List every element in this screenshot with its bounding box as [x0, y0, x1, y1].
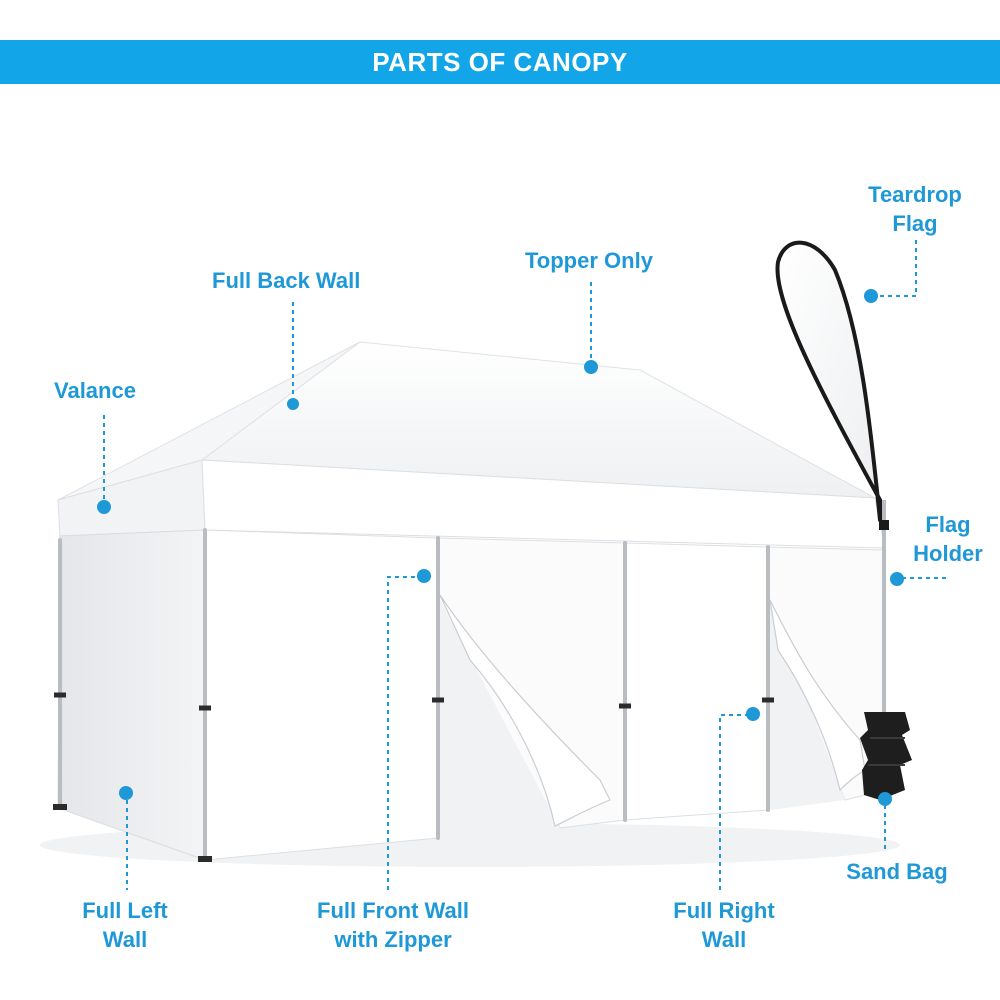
front-wall-panel-3: [624, 542, 769, 821]
front-wall-panel-1: [204, 529, 439, 861]
frame-poles: [58, 528, 770, 862]
label-flag-holder-line1: Flag: [925, 512, 971, 537]
label-flag-holder-line2: Holder: [913, 541, 983, 566]
left-wall: [57, 529, 206, 861]
label-sand-bag: Sand Bag: [840, 857, 954, 886]
pole-brackets: [54, 692, 774, 711]
label-full-back-wall: Full Back Wall: [212, 266, 360, 295]
label-full-back-wall-text: Full Back Wall: [212, 268, 361, 293]
callout-dots: [97, 289, 904, 806]
label-teardrop-flag-line1: Teardrop: [868, 182, 962, 207]
label-full-right-wall: Full Right Wall: [664, 896, 784, 954]
label-teardrop-flag: Teardrop Flag: [860, 180, 970, 238]
label-topper-only-text: Topper Only: [525, 248, 653, 273]
banner-title: PARTS OF CANOPY: [372, 46, 628, 77]
door-flap-2: [769, 599, 866, 792]
title-banner: PARTS OF CANOPY: [0, 40, 1000, 84]
flag-pole-clamp: [879, 520, 889, 530]
label-full-left-wall-line1: Full Left: [82, 898, 168, 923]
sand-bag: [860, 712, 912, 800]
label-teardrop-flag-line2: Flag: [892, 211, 938, 236]
label-full-left-wall-line2: Wall: [102, 927, 148, 952]
label-sand-bag-text: Sand Bag: [846, 859, 948, 884]
label-full-front-wall: Full Front Wall with Zipper: [305, 896, 481, 954]
label-valance-text: Valance: [54, 378, 136, 403]
label-full-right-wall-line2: Wall: [701, 927, 747, 952]
door-flap-1: [439, 594, 611, 827]
label-full-front-wall-line2: with Zipper: [334, 927, 452, 952]
pole-feet: [53, 804, 212, 862]
label-full-right-wall-line1: Full Right: [673, 898, 775, 923]
label-flag-holder: Flag Holder: [910, 510, 986, 568]
callout-leaders: [103, 240, 946, 890]
label-valance: Valance: [54, 376, 136, 405]
teardrop-flag: [775, 240, 882, 522]
label-topper-only: Topper Only: [525, 246, 653, 275]
label-full-front-wall-line1: Full Front Wall: [317, 898, 469, 923]
label-full-left-wall: Full Left Wall: [72, 896, 178, 954]
